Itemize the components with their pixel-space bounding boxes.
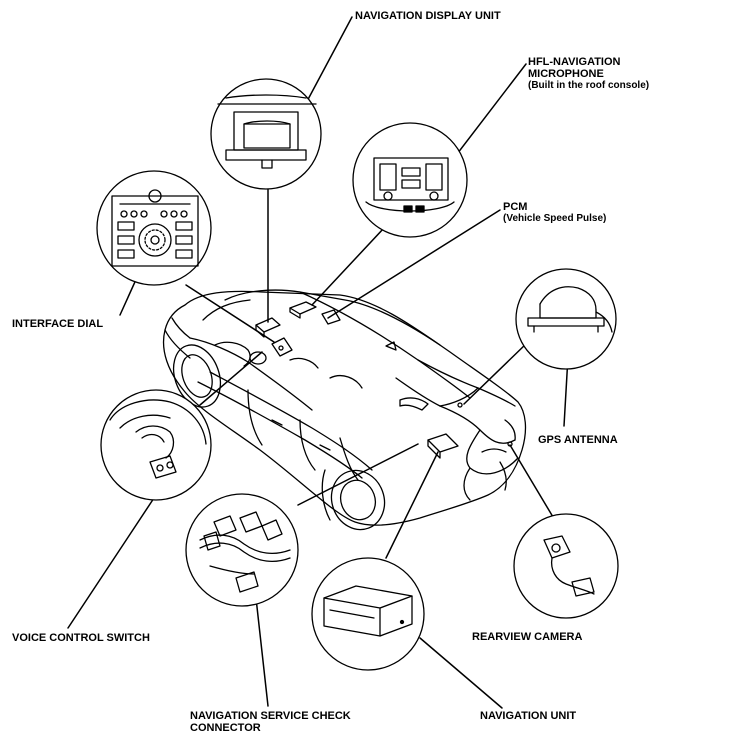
label-gps-antenna: GPS ANTENNA <box>538 434 618 446</box>
callout-microphone <box>352 122 468 238</box>
label-pcm-line1: PCM <box>503 201 528 213</box>
callout-rearview-camera <box>513 513 619 619</box>
label-interface-dial: INTERFACE DIAL <box>12 318 104 330</box>
callout-navigation-display-unit <box>210 78 322 190</box>
label-pcm-line2: (Vehicle Speed Pulse) <box>503 213 607 224</box>
label-service-check-connector-line2: CONNECTOR <box>190 722 261 734</box>
label-navigation-unit: NAVIGATION UNIT <box>480 710 577 722</box>
label-hfl-microphone-line3: (Built in the roof console) <box>528 80 650 91</box>
label-pcm: PCM (Vehicle Speed Pulse) <box>503 201 606 225</box>
callout-gps-antenna <box>515 268 617 370</box>
label-voice-control-switch: VOICE CONTROL SWITCH <box>12 632 150 644</box>
callout-service-check-connector <box>185 493 299 607</box>
component-interface-dial <box>271 337 293 357</box>
label-hfl-microphone-line2: MICROPHONE <box>528 68 604 80</box>
label-navigation-display-unit: NAVIGATION DISPLAY UNIT <box>355 10 501 22</box>
label-rearview-camera: REARVIEW CAMERA <box>472 631 583 643</box>
callout-voice-control-switch <box>100 389 212 501</box>
label-service-check-connector: NAVIGATION SERVICE CHECK CONNECTOR <box>190 710 351 734</box>
component-pcm <box>321 309 341 325</box>
label-hfl-microphone-line1: HFL-NAVIGATION <box>528 56 621 68</box>
label-service-check-connector-line1: NAVIGATION SERVICE CHECK <box>190 710 351 722</box>
component-navigation-unit <box>427 433 459 459</box>
component-microphone <box>289 301 317 319</box>
callout-interface-dial <box>96 170 212 286</box>
vehicle-outline <box>162 289 527 531</box>
callout-navigation-unit <box>311 557 425 671</box>
label-hfl-microphone: HFL-NAVIGATION MICROPHONE (Built in the … <box>528 56 649 92</box>
